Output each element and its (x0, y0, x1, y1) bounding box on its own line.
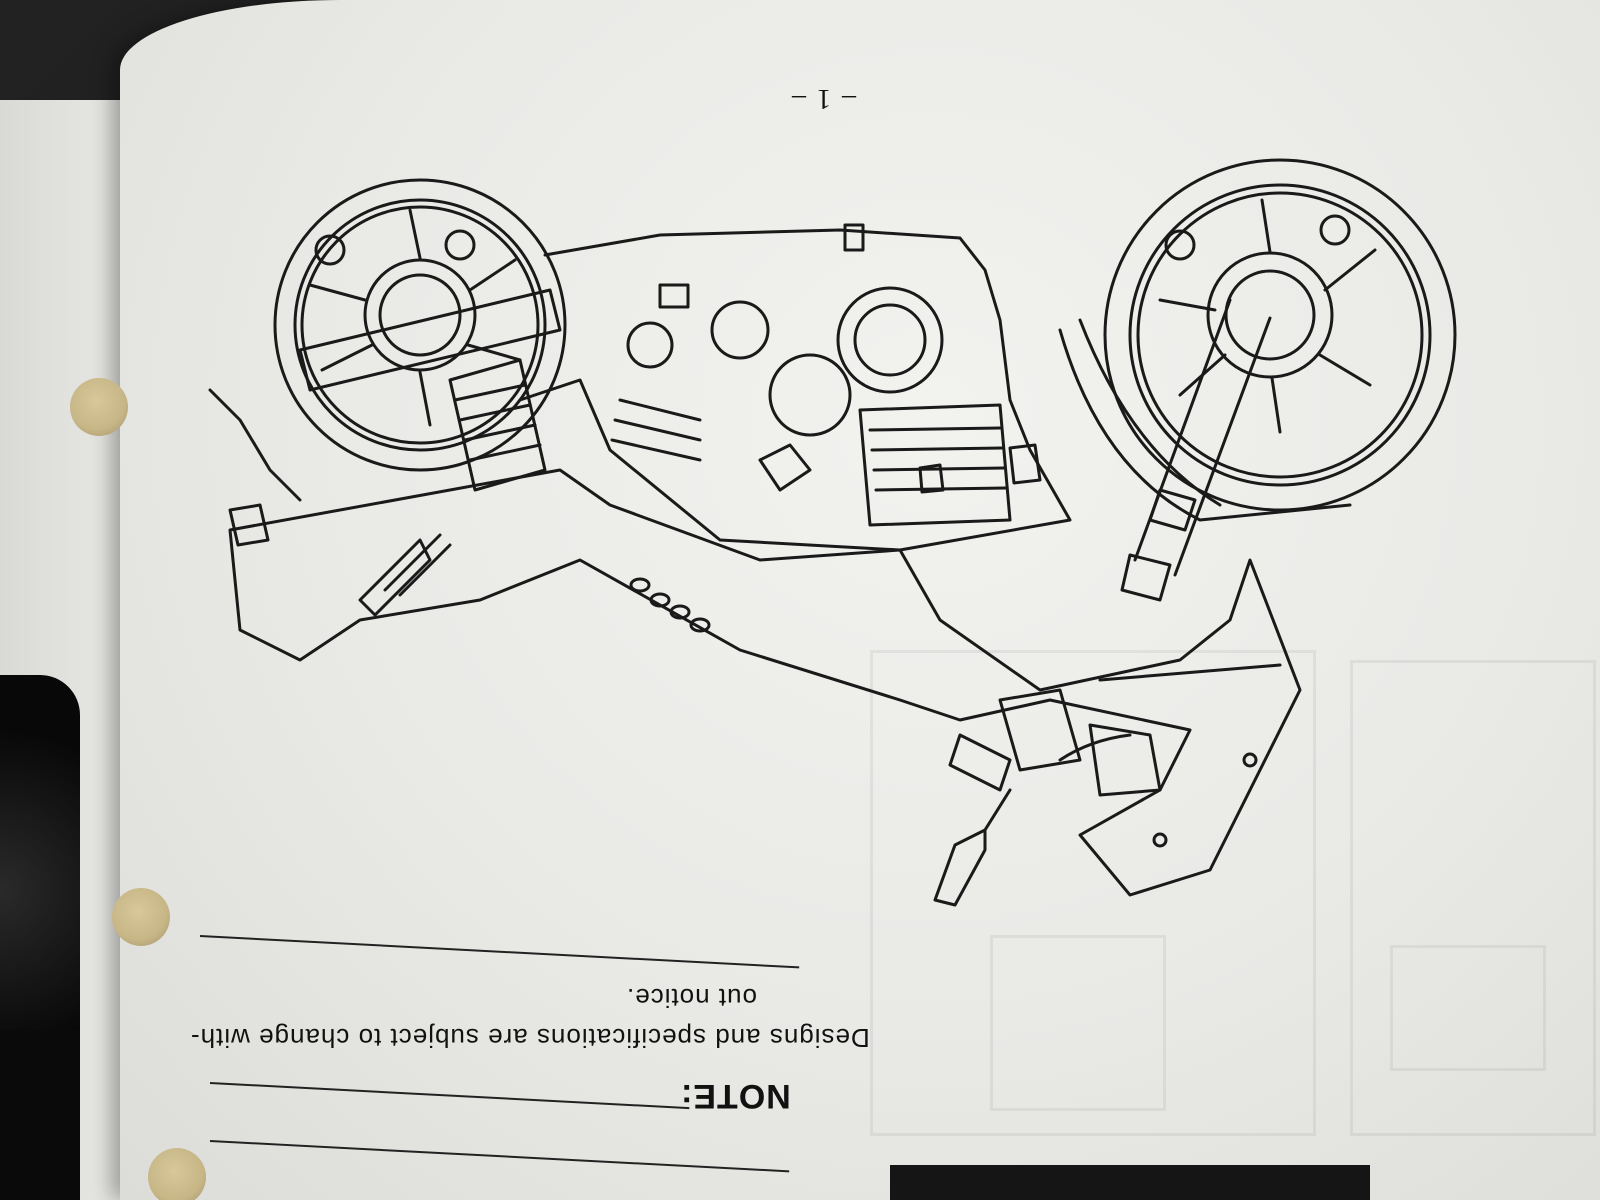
binder-hole (148, 1148, 206, 1200)
manual-page (120, 0, 1600, 1200)
underlying-photo-bottom (0, 1030, 80, 1200)
note-label: NOTE: (680, 1077, 791, 1115)
bleed-through-photo (890, 1165, 1370, 1200)
front-wheel (1058, 158, 1457, 522)
frame-and-engine (298, 223, 1072, 552)
handlebar-and-mirror (933, 688, 1162, 907)
fairing-and-bodywork (208, 388, 1302, 897)
page-number: – 1 – (790, 83, 856, 114)
bleed-through-box (1390, 945, 1546, 1071)
bleed-through-box (870, 650, 1316, 1136)
binder-hole (112, 888, 170, 946)
front-fork (1120, 298, 1272, 602)
rear-wheel (273, 178, 567, 472)
bleed-through-box (1350, 660, 1596, 1136)
note-text-line2: out notice. (626, 983, 757, 1013)
bleed-through-box (990, 935, 1166, 1111)
note-text-line1: Designs and specifications are subject t… (190, 1023, 870, 1053)
binder-hole (70, 378, 128, 436)
